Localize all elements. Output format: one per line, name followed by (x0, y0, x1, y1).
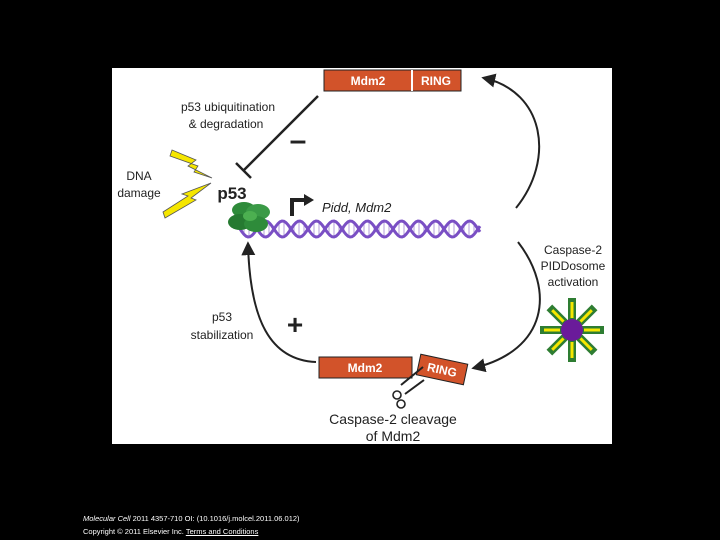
terms-link[interactable]: Terms and Conditions (185, 527, 259, 536)
dna-strand (238, 219, 482, 239)
cleavage-label-2: of Mdm2 (366, 428, 421, 444)
copyright-line: Copyright © 2011 Elsevier Inc. Terms and… (83, 527, 258, 536)
mdm2-label-top: Mdm2 (351, 74, 386, 88)
mdm2-box-bottom: Mdm2 (318, 356, 413, 379)
dna-damage-label-1: DNA (126, 169, 151, 183)
inhibition-line (235, 95, 319, 179)
lightning-bolt-icon (162, 182, 212, 219)
stabilization-label-1: p53 (212, 310, 232, 324)
ring-label-top: RING (421, 74, 451, 88)
piddosome-arm (546, 332, 570, 356)
p53-label: p53 (217, 184, 246, 203)
citation-details: 2011 4357-710 OI: (10.1016/j.molcel.2011… (130, 514, 300, 523)
cleavage-label-1: Caspase-2 cleavage (329, 411, 457, 427)
piddosome-arm (546, 304, 570, 328)
piddosome-core (561, 319, 583, 341)
citation-journal: Molecular Cell (83, 514, 131, 523)
ubiquitination-label-1: p53 ubiquitination (181, 100, 275, 114)
piddosome-arm (540, 326, 564, 334)
caspase-activation-label-1: Caspase-2 (544, 243, 602, 257)
arrow-to-mdm2-bottom (471, 241, 541, 373)
ring-box-bottom: RING (415, 353, 469, 386)
mdm2-label-bottom: Mdm2 (348, 361, 383, 375)
piddosome-icon (540, 298, 604, 362)
piddosome-arm (568, 298, 576, 322)
mdm2-ring-box-top: Mdm2 RING (323, 69, 462, 92)
arrow-to-mdm2-top (481, 73, 540, 209)
figure-panel (112, 68, 612, 444)
stabilization-label-2: stabilization (191, 328, 254, 342)
citation-line: Molecular Cell 2011 4357-710 OI: (10.101… (83, 514, 300, 523)
transcription-arrow-icon (290, 194, 314, 216)
p53-protein (228, 202, 270, 232)
caspase-activation-label-2: PIDDosome (541, 259, 606, 273)
ubiquitination-label-2: & degradation (189, 117, 264, 131)
dna-helix (238, 219, 482, 239)
genes-label: Pidd, Mdm2 (322, 200, 392, 215)
minus-sign: – (290, 124, 307, 157)
ring-label-bottom: RING (426, 360, 458, 380)
plus-sign: + (287, 309, 303, 340)
piddosome-arm (568, 338, 576, 362)
piddosome-arm (574, 304, 598, 328)
copyright-text: Copyright © 2011 Elsevier Inc. (83, 527, 184, 536)
arrow-to-p53-stabilization (241, 241, 317, 363)
dna-damage-label-2: damage (117, 186, 161, 200)
caspase-activation-label-3: activation (548, 275, 599, 289)
piddosome-arm (580, 326, 604, 334)
piddosome-arm (574, 332, 598, 356)
scissors-icon (392, 366, 425, 409)
dna-strand (238, 219, 482, 239)
lightning-bolt-icon (169, 149, 213, 179)
